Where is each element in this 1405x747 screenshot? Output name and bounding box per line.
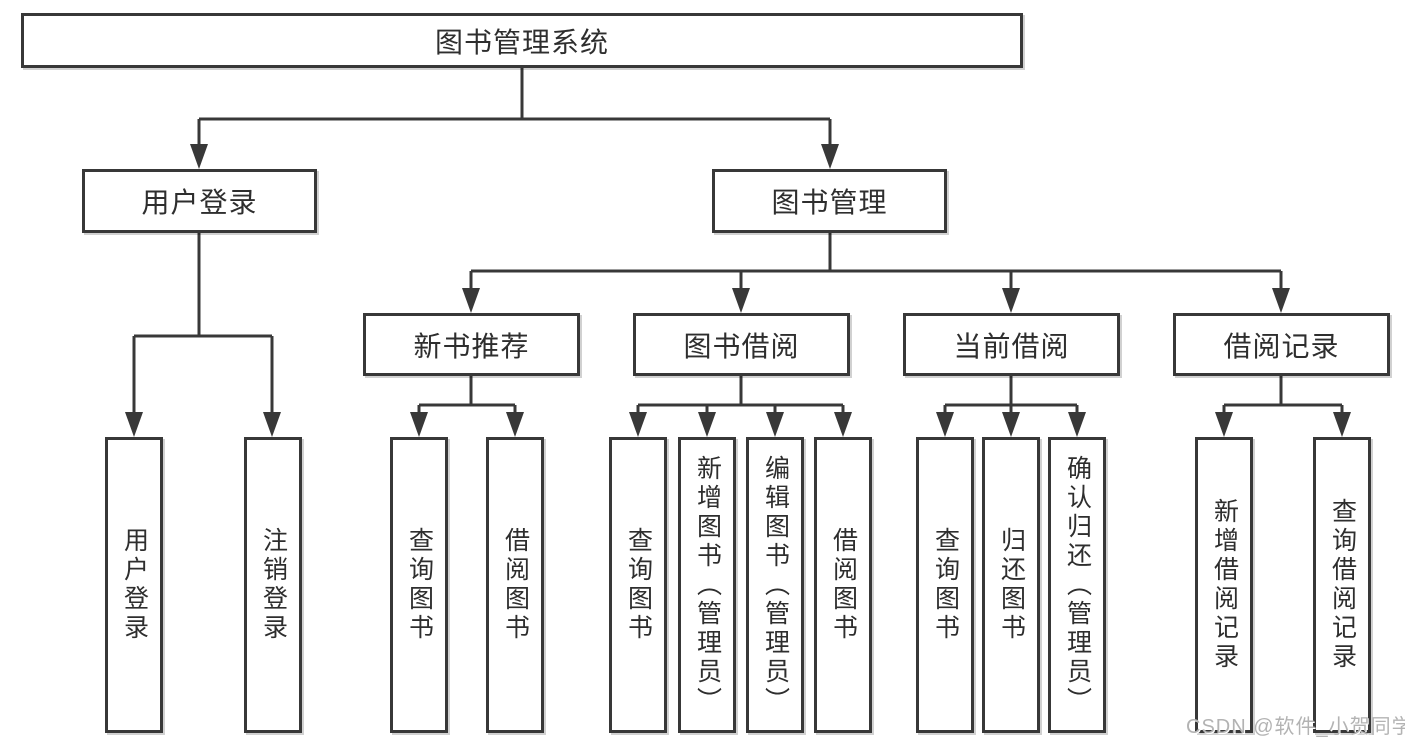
leaf-add-books-admin: 新增图书（管理员） [678, 437, 736, 733]
leaf-query-books-borrowing: 查询图书 [609, 437, 667, 733]
leaf-add-borrow-record: 新增借阅记录 [1195, 437, 1253, 733]
node-current-borrowing: 当前借阅 [903, 313, 1120, 376]
csdn-watermark: CSDN @软件_小贺同学 [1186, 716, 1405, 738]
arrowhead-icon [629, 412, 647, 437]
arrowhead-icon [1272, 288, 1290, 313]
leaf-query-borrow-record: 查询借阅记录 [1313, 437, 1371, 733]
node-user-login: 用户登录 [82, 169, 317, 233]
leaf-edit-books-admin: 编辑图书（管理员） [746, 437, 804, 733]
leaf-user-login: 用户登录 [105, 437, 163, 733]
leaf-logout: 注销登录 [244, 437, 302, 733]
arrowhead-icon [462, 288, 480, 313]
arrowhead-icon [1002, 412, 1020, 437]
leaf-confirm-return-admin: 确认归还（管理员） [1048, 437, 1106, 733]
arrowhead-icon [698, 412, 716, 437]
leaf-borrow-books: 借阅图书 [814, 437, 872, 733]
arrowhead-icon [506, 412, 524, 437]
arrowhead-icon [263, 412, 281, 437]
node-book-management: 图书管理 [712, 169, 947, 233]
arrowhead-icon [821, 144, 839, 169]
node-library-management-system: 图书管理系统 [21, 13, 1023, 68]
node-borrowing-records: 借阅记录 [1173, 313, 1390, 376]
arrowhead-icon [766, 412, 784, 437]
arrowhead-icon [1002, 288, 1020, 313]
node-book-borrowing: 图书借阅 [633, 313, 850, 376]
arrowhead-icon [1068, 412, 1086, 437]
arrowhead-icon [410, 412, 428, 437]
node-new-book-recommend: 新书推荐 [363, 313, 580, 376]
arrowhead-icon [1215, 412, 1233, 437]
arrowhead-icon [732, 288, 750, 313]
leaf-return-books: 归还图书 [982, 437, 1040, 733]
leaf-query-books-recommend: 查询图书 [390, 437, 448, 733]
arrowhead-icon [125, 412, 143, 437]
leaf-query-books-current: 查询图书 [916, 437, 974, 733]
arrowhead-icon [190, 144, 208, 169]
leaf-borrow-books-recommend: 借阅图书 [486, 437, 544, 733]
arrowhead-icon [936, 412, 954, 437]
arrowhead-icon [834, 412, 852, 437]
arrowhead-icon [1333, 412, 1351, 437]
